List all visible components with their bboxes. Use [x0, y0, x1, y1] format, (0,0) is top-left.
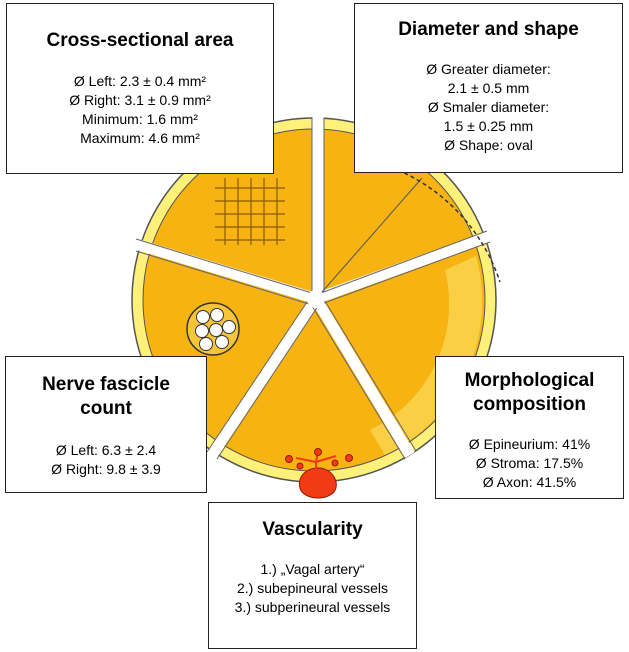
- morphological-composition-line: Ø Axon: 41.5%: [482, 473, 577, 490]
- diameter-and-shape-line: 2.1 ± 0.5 mm: [447, 79, 530, 96]
- nerve-fascicle-count-line: Ø Right: 9.8 ± 3.9: [51, 460, 161, 477]
- cross-sectional-area-line: Maximum: 4.6 mm²: [80, 129, 200, 146]
- diameter-and-shape-title: Diameter and shape: [398, 19, 579, 40]
- cross-sectional-area-title: Cross-sectional area: [46, 30, 234, 51]
- morphological-composition-title-line2: composition: [473, 393, 586, 415]
- vascularity-title: Vascularity: [262, 519, 363, 540]
- cross-sectional-area-line: Minimum: 1.6 mm²: [82, 110, 198, 127]
- epineurium-light-band: [370, 256, 483, 455]
- cross-sectional-area-line: Ø Right: 3.1 ± 0.9 mm²: [69, 91, 211, 108]
- shape-dashed-arc: [397, 169, 501, 283]
- nerve-fascicle-count-line: Ø Left: 6.3 ± 2.4: [55, 441, 157, 458]
- morphological-composition-title: Morphological composition: [436, 369, 623, 417]
- nerve-fascicle-count-title-line1: Nerve fascicle: [42, 374, 170, 395]
- segment-gap-edges: [135, 118, 491, 460]
- vascular-artery-icon: [285, 448, 353, 499]
- cross-sectional-area-box: Cross-sectional area Ø Left: 2.3 ± 0.4 m…: [6, 3, 274, 174]
- wheel-center: [307, 290, 325, 308]
- vascularity-line: 2.) subepineural vessels: [237, 579, 388, 596]
- nerve-fascicle-count-title-line2: count: [80, 397, 132, 419]
- morphological-composition-line: Ø Stroma: 17.5%: [475, 454, 584, 471]
- diameter-line: [321, 177, 423, 293]
- segment-gaps: [134, 112, 492, 459]
- nerve-fascicle-count-box: Nerve fascicle count Ø Left: 6.3 ± 2.4 Ø…: [5, 356, 207, 493]
- vascularity-box: Vascularity 1.) „Vagal artery“ 2.) subep…: [208, 502, 417, 649]
- nerve-fascicle-count-title: Nerve fascicle count: [6, 373, 206, 421]
- morphological-composition-box: Morphological composition Ø Epineurium: …: [435, 356, 624, 499]
- area-grid-icon: [215, 178, 285, 245]
- diameter-and-shape-line: Ø Greater diameter:: [426, 60, 551, 77]
- vascularity-line: 3.) subperineural vessels: [234, 598, 391, 615]
- diameter-and-shape-line: Ø Smaler diameter:: [427, 98, 550, 115]
- diameter-and-shape-line: Ø Shape: oval: [444, 136, 533, 153]
- morphological-composition-title-line1: Morphological: [464, 370, 595, 391]
- diameter-and-shape-line: 1.5 ± 0.25 mm: [443, 117, 534, 134]
- morphological-composition-line: Ø Epineurium: 41%: [468, 435, 591, 452]
- diameter-and-shape-box: Diameter and shape Ø Greater diameter: 2…: [354, 3, 623, 173]
- vascularity-line: 1.) „Vagal artery“: [260, 560, 365, 577]
- cross-sectional-area-line: Ø Left: 2.3 ± 0.4 mm²: [73, 72, 207, 89]
- fascicle-bundle-icon: [186, 302, 240, 356]
